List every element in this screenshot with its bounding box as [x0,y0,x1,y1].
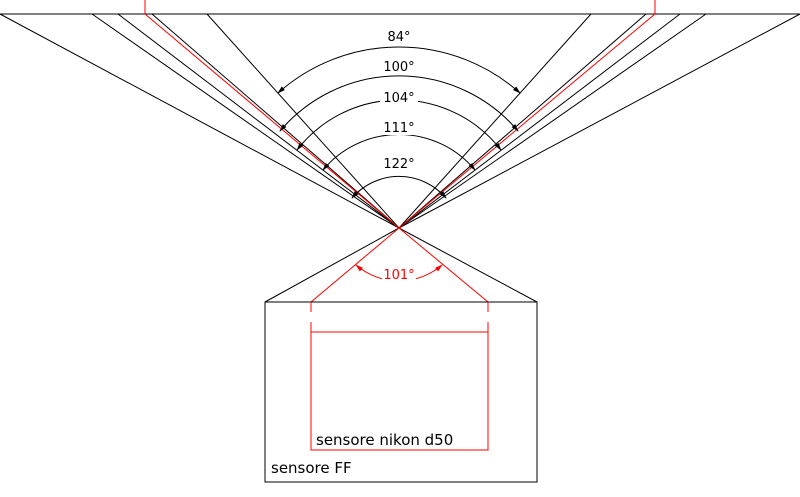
angle-label-100: 100° [383,60,414,75]
d50-sensor-label: sensore nikon d50 [316,431,453,449]
ff-sensor-box [264,301,538,483]
angle-label-111: 111° [383,121,414,136]
arc-122 [351,176,447,199]
angle-label-101: 101° [383,268,414,283]
sensor-projection-lines [264,227,538,303]
angle-label-122: 122° [383,157,414,172]
ff-sensor-label: sensore FF [271,459,352,477]
angle-label-84: 84° [387,30,410,45]
arc-84 [277,46,521,94]
angle-labels: 84° 100° 104° 111° 122° [380,28,418,172]
d50-sensor [310,302,489,451]
arc-100 [279,75,519,132]
angle-label-104: 104° [383,91,414,106]
